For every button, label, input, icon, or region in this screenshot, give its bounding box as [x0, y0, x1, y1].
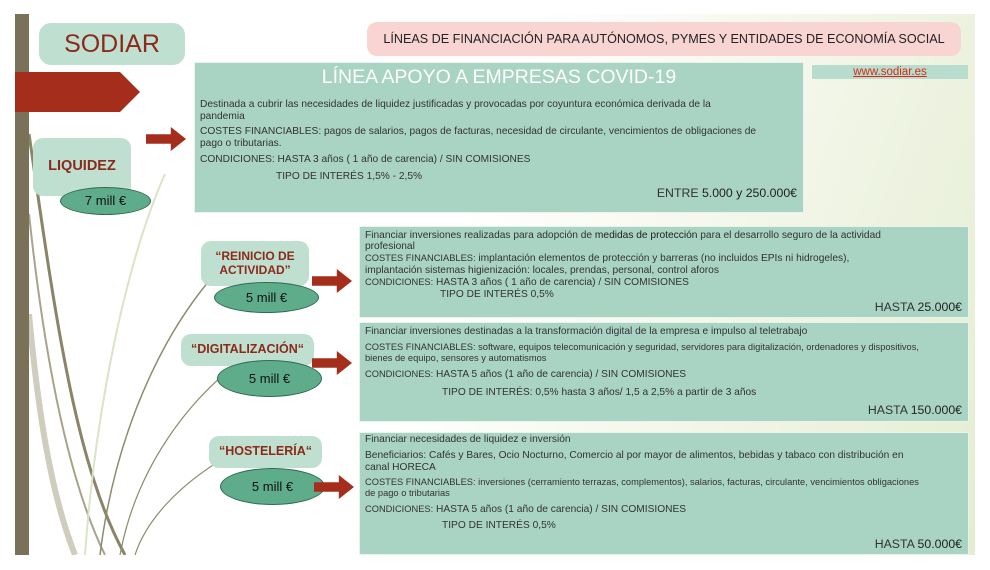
category-label: ACTIVIDAD”: [219, 263, 291, 277]
hosteleria-interes: TIPO DE INTERÉS 0,5%: [442, 520, 556, 531]
main-amount: ENTRE 5.000 y 250.000€: [656, 186, 797, 200]
amount-text: 5 mill €: [248, 371, 291, 386]
amount-text: 7 mill €: [84, 193, 127, 208]
digital-desc: Financiar inversiones destinadas a la tr…: [365, 326, 808, 337]
digital-costes-1: COSTES FINANCIABLES: software, equipos t…: [365, 342, 919, 352]
hosteleria-benef-2: canal HORECA: [365, 462, 436, 473]
reinicio-desc-1: Financiar inversiones realizadas para ad…: [365, 230, 881, 241]
category-label: “DIGITALIZACIÓN“: [191, 342, 304, 356]
website-link[interactable]: www.sodiar.es: [812, 65, 968, 79]
category-label: “REINICIO DE: [215, 249, 295, 263]
header-banner: LÍNEAS DE FINANCIACIÓN PARA AUTÓNOMOS, P…: [367, 22, 961, 56]
amount-bubble: 5 mill €: [220, 468, 325, 505]
reinicio-costes-2: implantación sistemas higienización: loc…: [365, 265, 719, 276]
reinicio-amount: HASTA 25.000€: [874, 300, 962, 314]
hosteleria-costes-1: COSTES FINANCIABLES: inversiones (cerram…: [365, 477, 919, 487]
hosteleria-desc: Financiar necesidades de liquidez e inve…: [365, 434, 571, 445]
digital-amount: HASTA 150.000€: [867, 403, 962, 417]
amount-bubble: 7 mill €: [60, 187, 151, 215]
left-vertical-bar: [15, 14, 29, 555]
reinicio-desc-2: profesional: [365, 241, 415, 252]
main-desc-2: pandemia: [200, 111, 245, 122]
reinicio-interes: TIPO DE INTERÉS 0,5%: [440, 289, 554, 300]
main-desc-1: Destinada a cubrir las necesidades de li…: [200, 99, 711, 110]
digital-condiciones: CONDICIONES: HASTA 5 años (1 año de care…: [365, 369, 687, 380]
category-label: “HOSTELERÍA“: [218, 444, 313, 458]
main-costes-2: pago o tributarias.: [200, 138, 282, 149]
category-label: LIQUIDEZ: [48, 158, 116, 174]
category-reinicio: “REINICIO DE ACTIVIDAD”: [201, 241, 309, 286]
category-hosteleria: “HOSTELERÍA“: [209, 436, 322, 468]
main-financing-box: LÍNEA APOYO A EMPRESAS COVID-19 Destinad…: [194, 62, 804, 213]
digital-costes-2: bienes de equipo, sensores y automatismo…: [365, 353, 547, 363]
amount-bubble: 5 mill €: [214, 282, 319, 313]
digital-interes: TIPO DE INTERÉS: 0,5% hasta 3 años/ 1,5 …: [442, 387, 757, 398]
main-title: LÍNEA APOYO A EMPRESAS COVID-19: [321, 66, 677, 88]
reinicio-box: Financiar inversiones realizadas para ad…: [359, 226, 969, 318]
slide: SODIAR LÍNEAS DE FINANCIACIÓN PARA AUTÓN…: [15, 14, 975, 555]
digitalizacion-box: Financiar inversiones destinadas a la tr…: [359, 322, 969, 422]
amount-text: 5 mill €: [251, 479, 294, 494]
pentagon-arrow: [15, 72, 140, 112]
main-condiciones: CONDICIONES: HASTA 3 años ( 1 año de car…: [200, 154, 531, 165]
hosteleria-benef-1: Beneficiarios: Cafés y Bares, Ocio Noctu…: [365, 450, 904, 461]
logo: SODIAR: [39, 23, 185, 65]
main-interes: TIPO DE INTERÉS 1,5% - 2,5%: [276, 171, 423, 182]
reinicio-condiciones: CONDICIONES: HASTA 3 años ( 1 año de car…: [365, 277, 689, 288]
hosteleria-amount: HASTA 50.000€: [874, 537, 962, 551]
amount-text: 5 mill €: [245, 290, 288, 305]
hosteleria-costes-2: de pago o tributarias: [365, 488, 450, 498]
amount-bubble: 5 mill €: [217, 360, 322, 397]
hosteleria-box: Financiar necesidades de liquidez e inve…: [359, 432, 969, 555]
main-costes-1: COSTES FINANCIABLES: pagos de salarios, …: [200, 126, 757, 137]
reinicio-costes-1: COSTES FINANCIABLES: implantación elemen…: [365, 253, 850, 264]
hosteleria-condiciones: CONDICIONES: HASTA 5 años (1 año de care…: [365, 504, 687, 515]
